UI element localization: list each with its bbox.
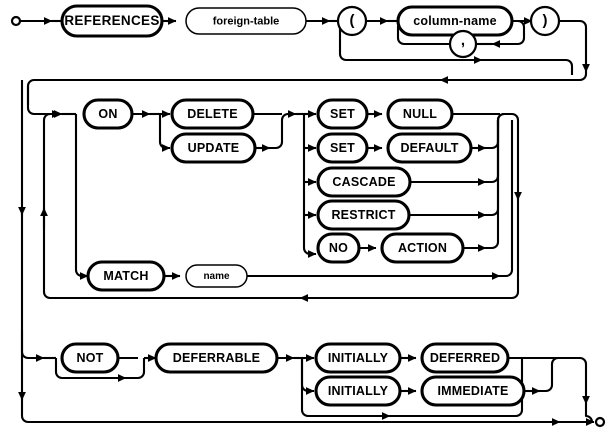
node-references-label: REFERENCES	[64, 13, 159, 28]
node-restrict: RESTRICT	[316, 199, 411, 231]
node-name-label: name	[203, 271, 230, 282]
node-action: ACTION	[380, 232, 465, 264]
node-name: name	[185, 264, 248, 288]
node-rparen: )	[529, 5, 561, 37]
node-restrict-label: RESTRICT	[331, 208, 395, 222]
node-default-label: DEFAULT	[400, 141, 458, 155]
node-immediate-label: IMMEDIATE	[437, 384, 508, 398]
node-no: NO	[316, 232, 361, 264]
row3-rails	[18, 324, 595, 426]
node-set2-label: SET	[330, 141, 355, 155]
node-no-label: NO	[329, 241, 348, 255]
node-on: ON	[82, 98, 134, 130]
node-initially-immediate-initially: INITIALLY	[314, 375, 402, 407]
node-update-label: UPDATE	[188, 141, 240, 155]
node-default: DEFAULT	[386, 132, 473, 164]
node-update: UPDATE	[170, 132, 257, 164]
node-deferred-label: DEFERRED	[430, 351, 500, 365]
node-cascade-label: CASCADE	[332, 175, 395, 189]
node-delete-label: DELETE	[187, 107, 238, 121]
node-references: REFERENCES	[60, 4, 164, 38]
node-lparen-label: (	[350, 12, 355, 29]
node-deferrable-label: DEFERRABLE	[173, 351, 260, 365]
node-foreign-table-label: foreign-table	[213, 15, 280, 27]
node-delete: DELETE	[170, 98, 255, 130]
node-not: NOT	[60, 342, 120, 374]
node-initially-deferred-initially: INITIALLY	[314, 342, 402, 374]
node-column-name: column-name	[396, 5, 514, 37]
node-initially1-label: INITIALLY	[328, 351, 389, 365]
node-column-name-label: column-name	[413, 14, 496, 28]
node-deferrable: DEFERRABLE	[154, 342, 279, 374]
node-deferred: DEFERRED	[420, 342, 510, 374]
node-not-label: NOT	[77, 351, 104, 365]
node-action-label: ACTION	[398, 241, 447, 255]
row1-rails	[20, 17, 590, 105]
node-cascade: CASCADE	[316, 166, 412, 198]
node-immediate: IMMEDIATE	[420, 375, 526, 407]
node-comma: ,	[448, 29, 478, 59]
node-set-null-set: SET	[316, 98, 369, 130]
end-arrow-circle-icon	[594, 416, 606, 428]
node-match-label: MATCH	[103, 269, 148, 283]
node-initially2-label: INITIALLY	[328, 384, 389, 398]
start-circle-arrow-icon	[10, 15, 22, 27]
node-on-label: ON	[98, 107, 117, 121]
node-comma-label: ,	[461, 32, 465, 49]
node-set1-label: SET	[330, 107, 355, 121]
node-null: NULL	[386, 98, 454, 130]
node-match: MATCH	[86, 260, 166, 292]
row2-rails	[18, 80, 522, 324]
node-set-default-set: SET	[316, 132, 369, 164]
node-rparen-label: )	[543, 12, 548, 29]
node-foreign-table: foreign-table	[185, 7, 307, 35]
node-lparen: (	[336, 5, 368, 37]
node-null-label: NULL	[403, 107, 437, 121]
